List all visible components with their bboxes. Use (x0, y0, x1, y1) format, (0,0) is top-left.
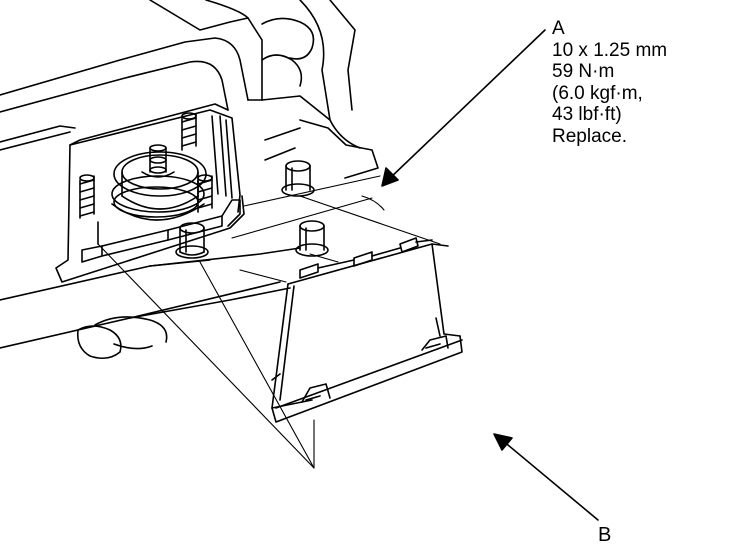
callout-a-size: 10 x 1.25 mm (552, 39, 668, 61)
callout-a-torque-lbf: 43 lbf·ft) (552, 104, 622, 125)
flange-nut-right-lower (295, 220, 329, 257)
body-frame (0, 0, 379, 360)
callout-b-label: B (598, 524, 611, 546)
callout-b-letter: B (598, 524, 612, 546)
stud-right (197, 174, 213, 213)
flange-nut-left (175, 222, 209, 259)
callout-a-torque-nm: 59 N·m (552, 61, 615, 82)
flange-nut-right-upper (281, 160, 315, 197)
projection-lines (97, 175, 441, 469)
engine-mount (111, 144, 207, 221)
callout-a-torque-kgf: (6.0 kgf·m, (552, 82, 643, 104)
callout-b-arrow (501, 439, 599, 521)
callout-a-letter: A (552, 18, 565, 39)
callout-a-label: A 10 x 1.25 mm 59 N·m (6.0 kgf·m, 43 lbf… (552, 18, 667, 147)
callout-a-note: Replace. (552, 125, 627, 147)
callout-a-arrow (387, 29, 546, 181)
mount-bracket (55, 103, 245, 283)
stud-left (79, 174, 95, 219)
stud-rear (181, 112, 197, 151)
mount-cover (271, 237, 463, 423)
callout-b-arrowhead (493, 433, 513, 451)
callout-a-arrowhead (381, 167, 399, 187)
